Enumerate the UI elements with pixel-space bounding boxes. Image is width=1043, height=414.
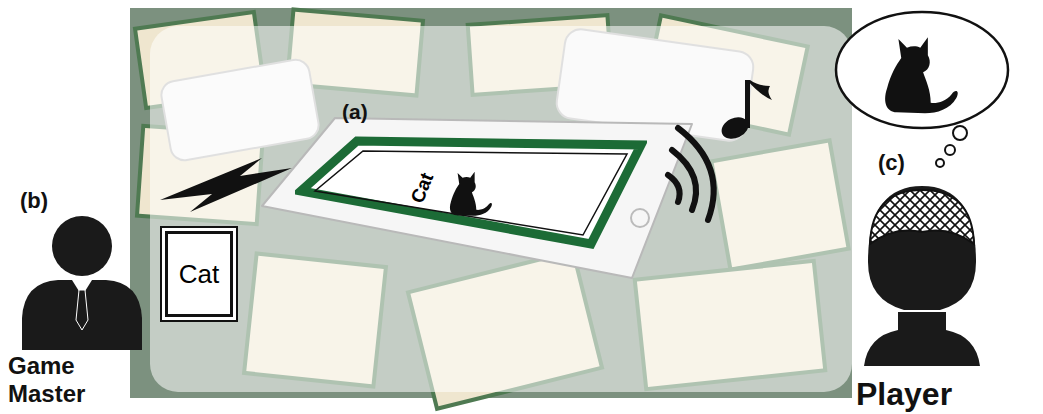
role-name: Game Master	[8, 352, 138, 408]
phone-card-screen: Cat	[295, 135, 647, 250]
player-silhouette	[864, 186, 980, 366]
card-word: Cat	[179, 259, 219, 290]
home-button	[631, 209, 649, 227]
sound-wave	[678, 128, 714, 220]
inner-line	[315, 151, 627, 235]
note-flag	[747, 80, 772, 100]
cat-silhouette	[885, 37, 958, 113]
callout-label: (c)	[878, 150, 905, 176]
smartphone-body	[262, 118, 692, 278]
sound-waves	[668, 128, 714, 220]
head	[52, 216, 112, 276]
bubble-dot	[953, 126, 967, 140]
body	[22, 280, 142, 350]
cat-silhouette	[450, 172, 492, 216]
callout-label: (b)	[20, 188, 48, 214]
thought-bubble	[836, 12, 1008, 167]
sound-wave	[672, 150, 696, 210]
held-card: Cat	[160, 226, 238, 322]
body	[864, 312, 980, 366]
photo-background	[130, 8, 852, 398]
card-outline	[295, 135, 647, 250]
note-stem	[745, 80, 750, 128]
necktie	[76, 290, 88, 330]
white-overlay	[150, 26, 852, 392]
sound-wave	[668, 175, 680, 202]
lightning-symbol	[160, 158, 292, 212]
green-frame	[301, 141, 641, 244]
role-name: Player	[856, 376, 952, 413]
music-note	[718, 80, 772, 143]
callout-label: (a)	[342, 100, 368, 124]
bubble	[836, 12, 1008, 128]
head	[868, 186, 976, 310]
game-master-silhouette	[22, 216, 142, 350]
bubble-dot	[945, 145, 955, 155]
bubble-dot	[936, 159, 944, 167]
hair	[870, 190, 974, 244]
